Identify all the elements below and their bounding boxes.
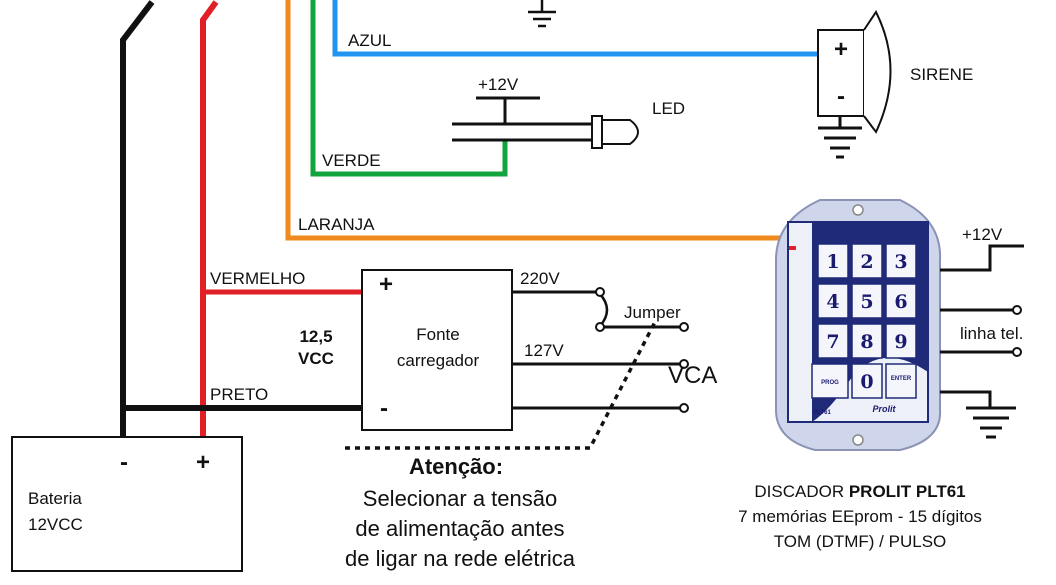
fonte-label-line1: Fonte [416, 325, 459, 344]
battery-label-line2: 12VCC [28, 515, 83, 534]
fonte-box [361, 269, 513, 431]
dialer-caption-line1: DISCADOR PROLIT PLT61 [754, 482, 965, 501]
key-prog-label: PROG [821, 380, 839, 386]
key-7: 7 [826, 331, 839, 353]
label-sirene: SIRENE [910, 65, 973, 84]
key-3: 3 [894, 251, 907, 273]
label-127v: 127V [524, 341, 564, 360]
ac-input-wires [512, 290, 680, 410]
label-azul: AZUL [348, 31, 391, 50]
attention-line3: de ligar na rede elétrica [345, 546, 576, 571]
key-1: 1 [826, 251, 839, 273]
battery-label-line1: Bateria [28, 489, 82, 508]
dialer-caption-prefix: DISCADOR [754, 482, 848, 501]
label-vca: VCA [668, 362, 717, 389]
wire-black-left [120, 0, 155, 452]
label-verde: VERDE [322, 151, 381, 170]
dialer-caption-model: PROLIT PLT61 [849, 482, 966, 501]
label-vermelho: VERMELHO [210, 269, 305, 288]
label-linha-tel: linha tel. [960, 324, 1023, 343]
wire-laranja [285, 0, 786, 241]
dialer-caption-line2: 7 memórias EEprom - 15 dígitos [738, 507, 982, 526]
key-enter-label: ENTER [891, 376, 912, 382]
wire-red-left [200, 0, 219, 452]
label-jumper: Jumper [624, 303, 681, 322]
label-vcc-unit: VCC [298, 349, 334, 368]
fonte-plus-label: + [379, 271, 393, 298]
key-6: 6 [894, 291, 907, 313]
siren: + - [817, 10, 892, 134]
siren-plus-label: + [834, 36, 848, 63]
siren-minus-label: - [837, 83, 845, 110]
ground-symbol-siren [818, 116, 862, 159]
key-0: 0 [860, 371, 873, 393]
key-2: 2 [860, 251, 873, 273]
fonte-label-line2: carregador [397, 351, 480, 370]
ground-symbol-dialer [966, 406, 1016, 439]
ground-symbol-top [528, 0, 556, 28]
key-8: 8 [860, 331, 873, 353]
battery-box [11, 436, 243, 572]
attention-pointer [345, 319, 658, 450]
label-dialer-voltage: +12V [962, 225, 1003, 244]
wire-azul [332, 0, 818, 57]
key-9: 9 [894, 331, 907, 353]
key-4: 4 [826, 291, 839, 313]
battery-plus-label: + [196, 449, 210, 476]
label-220v: 220V [520, 269, 560, 288]
key-5: 5 [860, 291, 873, 313]
dialer-keypad [811, 243, 917, 399]
battery-minus-label: - [120, 449, 128, 476]
label-led: LED [652, 99, 685, 118]
dialer-caption-line3: TOM (DTMF) / PULSO [774, 532, 947, 551]
dialer-connections [940, 244, 1024, 408]
label-preto: PRETO [210, 385, 268, 404]
led [452, 96, 639, 149]
label-vcc-value: 12,5 [299, 327, 332, 346]
attention-line2: de alimentação antes [355, 516, 564, 541]
label-laranja: LARANJA [298, 215, 375, 234]
dialer-model-tag: PLT61 [813, 410, 831, 416]
attention-line1: Selecionar a tensão [363, 486, 557, 511]
label-led-voltage: +12V [478, 75, 519, 94]
wire-verde [310, 0, 508, 177]
fonte-minus-label: - [380, 395, 388, 422]
attention-title: Atenção: [409, 454, 503, 479]
dialer-brand-tag: Prolit [872, 404, 896, 414]
